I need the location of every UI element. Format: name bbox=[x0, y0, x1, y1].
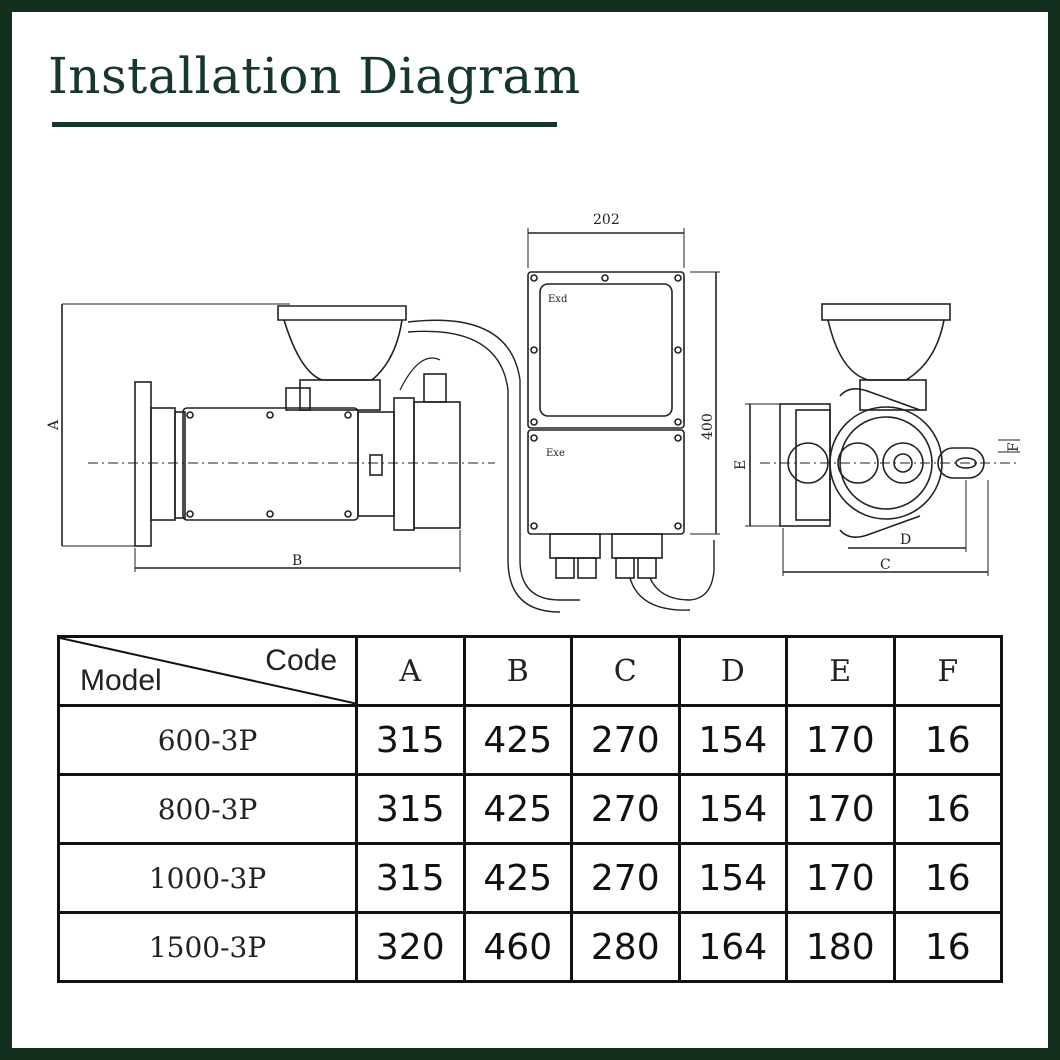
dimension-table: Code Model A B C D E F 600-3P 315 425 27… bbox=[57, 635, 1003, 983]
title-underline bbox=[52, 122, 557, 127]
dim-d-label: D bbox=[900, 532, 911, 548]
corner-model-label: Model bbox=[80, 664, 162, 697]
dim-e-label: E bbox=[733, 460, 749, 470]
model-cell: 1000-3P bbox=[57, 842, 358, 914]
dim-202-label: 202 bbox=[593, 212, 620, 228]
installation-drawing: A B 202 bbox=[46, 212, 1022, 613]
dim-a-label: A bbox=[46, 419, 62, 431]
header-f: F bbox=[892, 635, 1003, 707]
table-row: 1000-3P 315 425 270 154 170 16 bbox=[57, 842, 1003, 914]
junction-box-drawing: 202 400 Exd Exe bbox=[527, 212, 720, 611]
value-cell: 280 bbox=[570, 911, 681, 983]
value-cell: 154 bbox=[677, 842, 788, 914]
value-cell: 164 bbox=[677, 911, 788, 983]
table-row: 600-3P 315 425 270 154 170 16 bbox=[57, 704, 1003, 776]
value-cell: 154 bbox=[677, 773, 788, 845]
value-cell: 16 bbox=[892, 842, 1003, 914]
exd-label: Exd bbox=[548, 294, 568, 305]
table-row: 1500-3P 320 460 280 164 180 16 bbox=[57, 911, 1003, 983]
value-cell: 315 bbox=[355, 704, 466, 776]
value-cell: 170 bbox=[785, 773, 896, 845]
header-d: D bbox=[677, 635, 788, 707]
dim-f-label: F bbox=[1006, 442, 1022, 452]
page-title: Installation Diagram bbox=[48, 47, 581, 105]
table-corner-cell: Code Model bbox=[57, 635, 358, 707]
header-e: E bbox=[785, 635, 896, 707]
front-view-drawing: E D C F bbox=[733, 303, 1022, 576]
value-cell: 425 bbox=[462, 842, 573, 914]
corner-diagonal bbox=[60, 638, 358, 704]
corner-code-label: Code bbox=[265, 644, 337, 677]
exe-label: Exe bbox=[546, 448, 565, 459]
header-a: A bbox=[355, 635, 466, 707]
value-cell: 425 bbox=[462, 773, 573, 845]
model-cell: 1500-3P bbox=[57, 911, 358, 983]
header-c: C bbox=[570, 635, 681, 707]
model-cell: 600-3P bbox=[57, 704, 358, 776]
value-cell: 425 bbox=[462, 704, 573, 776]
table-row: 800-3P 315 425 270 154 170 16 bbox=[57, 773, 1003, 845]
value-cell: 320 bbox=[355, 911, 466, 983]
value-cell: 460 bbox=[462, 911, 573, 983]
side-view-drawing: A B bbox=[46, 303, 580, 613]
value-cell: 270 bbox=[570, 773, 681, 845]
value-cell: 154 bbox=[677, 704, 788, 776]
header-b: B bbox=[462, 635, 573, 707]
value-cell: 270 bbox=[570, 704, 681, 776]
value-cell: 270 bbox=[570, 842, 681, 914]
value-cell: 16 bbox=[892, 773, 1003, 845]
value-cell: 16 bbox=[892, 911, 1003, 983]
dim-b-label: B bbox=[292, 553, 302, 569]
dim-c-label: C bbox=[880, 557, 891, 573]
dim-400-label: 400 bbox=[700, 413, 716, 440]
value-cell: 315 bbox=[355, 773, 466, 845]
value-cell: 170 bbox=[785, 842, 896, 914]
value-cell: 16 bbox=[892, 704, 1003, 776]
value-cell: 170 bbox=[785, 704, 896, 776]
model-cell: 800-3P bbox=[57, 773, 358, 845]
value-cell: 180 bbox=[785, 911, 896, 983]
table-header-row: Code Model A B C D E F bbox=[57, 635, 1003, 707]
value-cell: 315 bbox=[355, 842, 466, 914]
